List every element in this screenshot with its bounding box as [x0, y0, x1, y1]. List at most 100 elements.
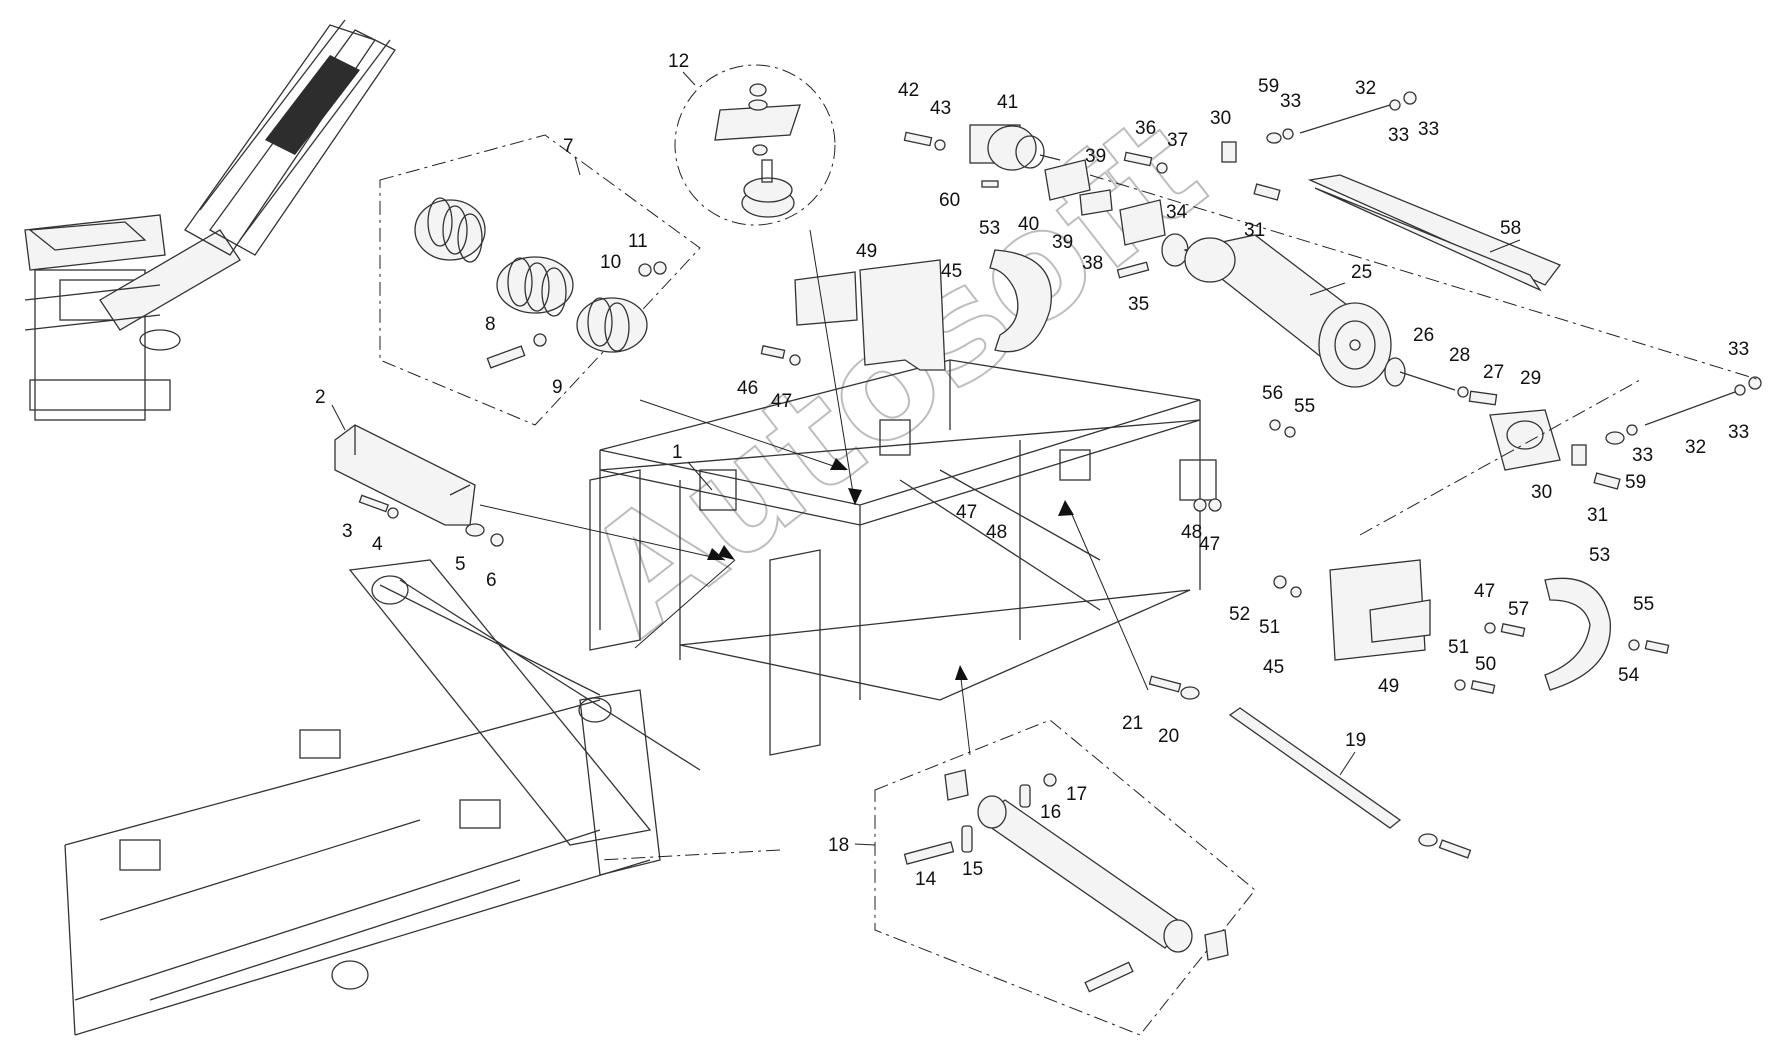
- washer-47-top: [789, 354, 801, 366]
- washer-43: [934, 139, 946, 151]
- callout-11: 11: [628, 231, 648, 252]
- nut-17: [1043, 773, 1057, 787]
- callout-47-a: 47: [771, 391, 792, 412]
- washer-20: [1180, 686, 1200, 700]
- clamp-39: [1079, 189, 1113, 216]
- callout-20: 20: [1158, 726, 1179, 747]
- callout-33-c: 33: [1418, 119, 1439, 140]
- adapter-plate-40: [1044, 159, 1091, 201]
- callout-12: 12: [668, 51, 689, 72]
- bracket-30-top: [1221, 141, 1237, 163]
- callout-53-top: 53: [979, 218, 1000, 239]
- callout-55-a: 55: [1294, 396, 1315, 417]
- callout-7: 7: [563, 136, 574, 157]
- callout-50: 50: [1475, 654, 1496, 675]
- callout-5: 5: [455, 554, 466, 575]
- callout-16: 16: [1040, 802, 1061, 823]
- callout-58: 58: [1500, 218, 1521, 239]
- threaded-rod-32-top: [1299, 104, 1391, 134]
- callout-10: 10: [600, 252, 621, 273]
- bolt-42: [903, 131, 933, 147]
- callout-42: 42: [898, 80, 919, 101]
- nut-11: [653, 261, 667, 275]
- washer-55-bottom: [1628, 639, 1640, 651]
- washer-5: [465, 523, 485, 537]
- callout-30-top: 30: [1210, 108, 1231, 129]
- arrow-2: [707, 548, 725, 560]
- shaft-26: [1384, 357, 1456, 391]
- mount-block-bottom: [1204, 929, 1229, 961]
- callout-60: 60: [939, 190, 960, 211]
- bolt-3: [358, 494, 390, 513]
- impact-roller-3: [576, 297, 648, 353]
- callout-21: 21: [1122, 713, 1143, 734]
- callout-6: 6: [486, 570, 497, 591]
- lower-conveyor-frame: [64, 559, 701, 1036]
- impact-roller-1: [414, 197, 486, 263]
- callout-19: 19: [1345, 730, 1366, 751]
- nut-33-right: [1389, 99, 1401, 111]
- key-60: [981, 180, 999, 188]
- arrow-3: [830, 458, 848, 470]
- nut-33-end2: [1748, 376, 1762, 390]
- callout-33-a: 33: [1280, 91, 1301, 112]
- callout-36: 36: [1135, 118, 1156, 139]
- flange-38: [1119, 199, 1166, 246]
- callout-48-b: 48: [1181, 522, 1202, 543]
- washer-51-bottom: [1454, 679, 1466, 691]
- callout-8: 8: [485, 314, 496, 335]
- bolt-46: [760, 345, 786, 359]
- coupling-35: [1116, 261, 1150, 279]
- callout-47-c: 47: [1199, 534, 1220, 555]
- callout-54: 54: [1618, 665, 1640, 686]
- washer-37: [1156, 162, 1168, 174]
- callout-52: 52: [1229, 604, 1250, 625]
- axle-washer: [1418, 833, 1438, 847]
- callout-49-bottom: 49: [1378, 676, 1399, 697]
- mount-block: [944, 769, 969, 801]
- nut-6: [490, 533, 504, 547]
- callout-3: 3: [342, 521, 353, 542]
- callout-31-top: 31: [1244, 220, 1265, 241]
- impact-roller-2: [496, 256, 574, 317]
- callout-26: 26: [1413, 325, 1434, 346]
- callout-45-top: 45: [941, 261, 962, 282]
- callout-48-a: 48: [986, 522, 1007, 543]
- leader-lines: [479, 174, 1761, 861]
- main-frame: [589, 359, 1217, 756]
- watermark: Autosoft: [555, 84, 1235, 669]
- bracket-15: [961, 825, 973, 853]
- nut-33-end: [1734, 384, 1746, 396]
- roller-shaft-bolt-14: [903, 841, 955, 865]
- callout-14: 14: [915, 869, 937, 890]
- callout-55-b: 55: [1633, 594, 1654, 615]
- callout-31-bottom: 31: [1587, 505, 1608, 526]
- vibration-mount-detail-12: [674, 64, 836, 226]
- bearing-block-29: [1489, 409, 1561, 471]
- washer-51-top: [1290, 586, 1302, 598]
- arrow-4: [848, 488, 862, 505]
- callout-29: 29: [1520, 368, 1541, 389]
- callout-57: 57: [1508, 599, 1529, 620]
- nut-33-mid: [1626, 424, 1638, 436]
- callout-33-e: 33: [1728, 422, 1749, 443]
- bolt-8: [486, 345, 526, 369]
- callout-33-f: 33: [1632, 445, 1653, 466]
- bolt-54: [1644, 640, 1670, 654]
- callout-53-bottom: 53: [1589, 545, 1610, 566]
- arrow-6: [1058, 500, 1074, 516]
- callout-47-d: 47: [1474, 581, 1495, 602]
- nut-33-far: [1403, 91, 1417, 105]
- bolt-31-bottom: [1593, 472, 1621, 490]
- callout-33-b: 33: [1388, 125, 1409, 146]
- tension-rail-58: [1307, 174, 1562, 292]
- callout-25: 25: [1351, 262, 1372, 283]
- callout-37: 37: [1167, 130, 1188, 151]
- scraper-53-bottom: [1544, 577, 1611, 691]
- callout-51-b: 51: [1448, 637, 1469, 658]
- callout-45-bottom: 45: [1263, 657, 1284, 678]
- drive-motor-41: [969, 124, 1061, 171]
- callout-ticks: [331, 71, 1521, 846]
- guard-cover: [334, 424, 476, 526]
